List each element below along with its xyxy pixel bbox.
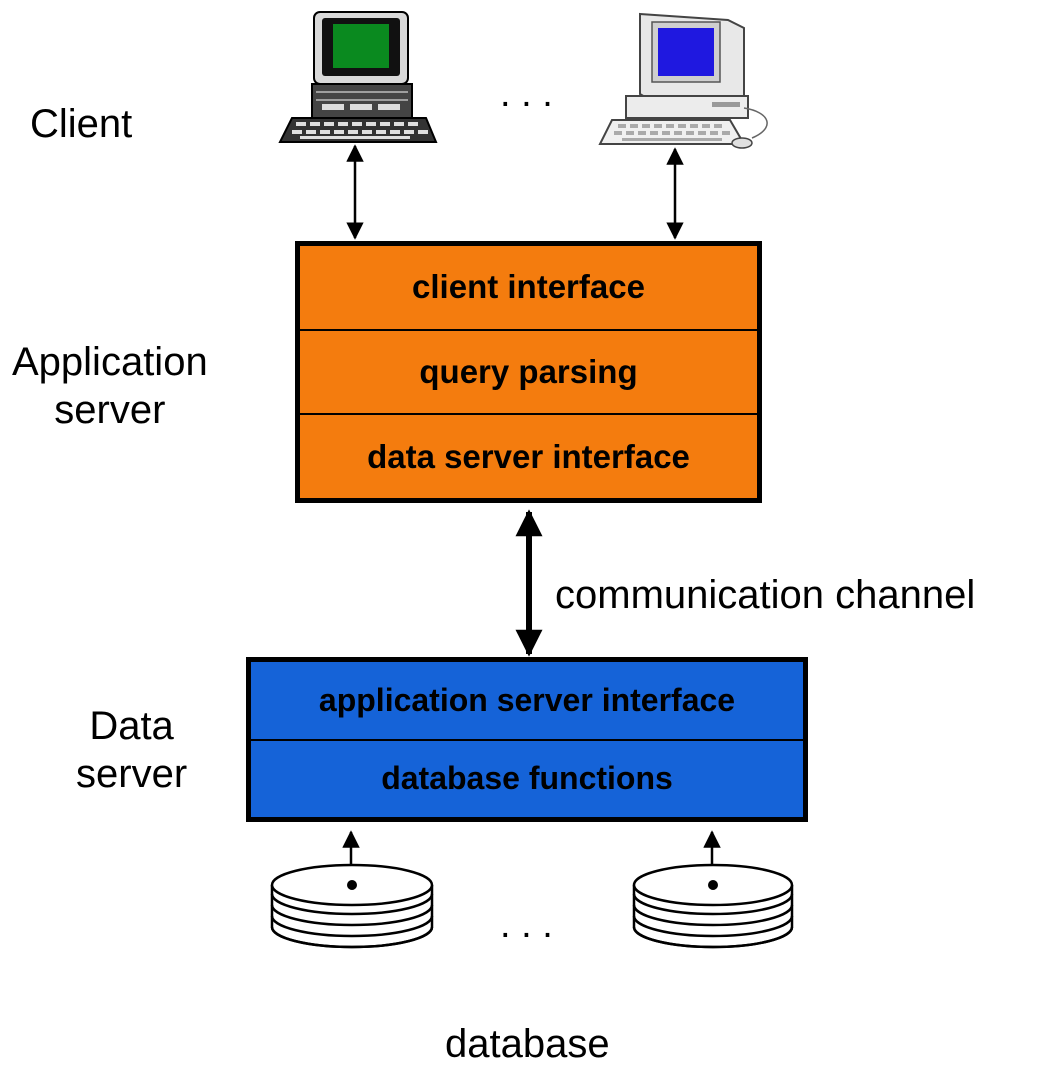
data-server-interface-layer: data server interface	[300, 415, 757, 499]
database-ellipsis: . . .	[500, 904, 553, 946]
client2-computer-icon[interactable]	[598, 12, 768, 149]
data-server-label-line1: Data	[89, 704, 174, 748]
application-server-label-line2: server	[54, 388, 166, 432]
application-server-label-line1: Application	[12, 340, 208, 384]
data-server-tier-label: Data server	[76, 702, 187, 798]
database2-disk-icon[interactable]	[632, 863, 794, 949]
client-ellipsis: . . .	[500, 73, 553, 115]
database-functions-layer: database functions	[251, 740, 803, 817]
data-server-label-line2: server	[76, 752, 188, 796]
database-label: database	[445, 1022, 610, 1066]
application-server-interface-layer: application server interface	[251, 662, 803, 741]
client-interface-layer: client interface	[300, 246, 757, 331]
database1-disk-icon[interactable]	[270, 863, 434, 949]
data-server-stack: application server interface database fu…	[246, 657, 808, 822]
client-tier-label: Client	[30, 102, 133, 146]
client1-computer-icon[interactable]	[278, 11, 438, 143]
application-server-stack: client interface query parsing data serv…	[295, 241, 762, 503]
application-server-tier-label: Application server	[12, 338, 208, 434]
query-parsing-layer: query parsing	[300, 330, 757, 416]
communication-channel-label: communication channel	[555, 573, 976, 617]
